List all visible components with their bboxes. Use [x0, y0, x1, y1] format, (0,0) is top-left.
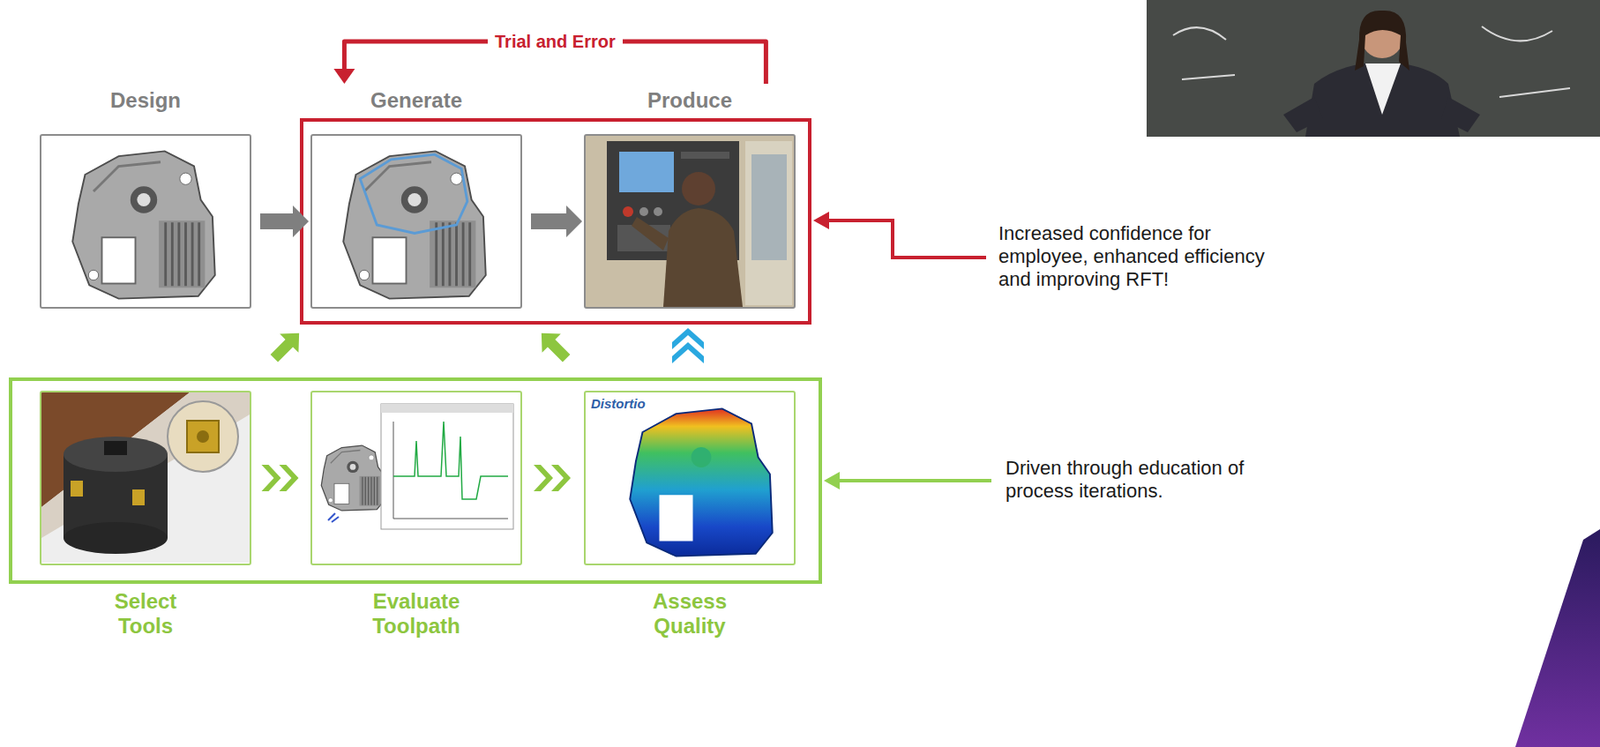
feedback-arrow [264, 323, 308, 367]
cutter-drawing-part [63, 436, 168, 472]
image-frame [310, 134, 523, 309]
operator-photo [585, 135, 794, 307]
distortion-plot-part [629, 408, 773, 556]
step-heading: Design [39, 88, 252, 113]
step-heading: Assess Quality [632, 589, 748, 639]
cutter-drawing-part [70, 480, 83, 497]
leader-arrowhead [813, 211, 830, 230]
presenter-photo-part [1283, 97, 1324, 133]
support-step: DistortioAssess Quality [583, 390, 796, 644]
feedback-arrow [531, 323, 576, 367]
image-frame [583, 134, 796, 309]
presenter-photo [1146, 0, 1600, 137]
toolpath-chart-drawing-part-part [328, 450, 380, 507]
operator-photo-part [751, 154, 787, 261]
toolpath-chart-drawing-part [393, 421, 509, 500]
image-frame [39, 134, 252, 309]
cutter-drawing-part [41, 392, 250, 539]
callout-text: Increased confidence for employee, enhan… [998, 222, 1286, 292]
housing-drawing-part [72, 150, 216, 299]
toolpath-chart-drawing-part [393, 421, 509, 519]
image-frame [310, 390, 523, 566]
operator-photo-part [653, 207, 663, 217]
cutter-drawing-part [186, 420, 219, 453]
step-heading: Select Tools [88, 589, 203, 639]
presenter-photo-part [1365, 63, 1401, 115]
toolpath-chart-drawing-part [381, 403, 514, 530]
operator-photo-part [619, 151, 674, 193]
operator-photo-part [585, 135, 794, 307]
operator-photo-part [639, 207, 649, 217]
housing-toolpath-drawing [343, 150, 486, 299]
cutter-drawing-part [104, 441, 128, 456]
leader-arrowhead [823, 471, 840, 490]
flow-arrow [260, 205, 309, 238]
image-frame [39, 390, 252, 566]
red-group-frame [301, 119, 810, 323]
operator-photo-part [680, 151, 730, 159]
corner-accent [1515, 529, 1600, 747]
toolpath-chart-drawing-part [328, 513, 339, 523]
presenter-photo-part [1441, 97, 1481, 133]
cutter-drawing [41, 392, 250, 563]
image-frame: Distortio [583, 390, 796, 566]
process-step: Produce [583, 84, 796, 309]
presenter-photo-part [1354, 10, 1410, 71]
step-heading: Generate [310, 88, 523, 113]
housing-toolpath-drawing-part [343, 150, 486, 299]
presenter-photo-part [1146, 0, 1600, 137]
support-step: Select Tools [39, 390, 252, 644]
green-group-frame [10, 379, 821, 583]
cutter-drawing-part [63, 522, 168, 554]
distortion-plot-part [691, 447, 712, 468]
process-step: Design [39, 84, 252, 309]
logo-text: Distortio [590, 396, 646, 412]
housing-toolpath-drawing-part [359, 154, 468, 233]
step-heading: Produce [583, 88, 796, 113]
presenter-photo-part [1305, 63, 1460, 137]
toolpath-chart-drawing-part [321, 445, 384, 511]
cutter-drawing-part [132, 489, 145, 506]
cutter-drawing-part [196, 430, 210, 443]
leader-line [825, 220, 987, 258]
support-step: Evaluate Toolpath [310, 390, 523, 644]
cutter-drawing-part [41, 392, 250, 563]
toolpath-chart-drawing-part [381, 403, 514, 413]
edge-label: Trial and Error [487, 30, 623, 53]
distortion-plot [629, 408, 773, 556]
operator-photo-part [681, 171, 716, 206]
housing-drawing-part [88, 162, 205, 289]
flow-arrow [530, 205, 583, 238]
operator-photo-part [745, 141, 793, 306]
step-heading: Evaluate Toolpath [358, 589, 474, 639]
operator-photo-part [663, 208, 743, 307]
flow-arrow [533, 464, 571, 492]
double-chevron-up [672, 342, 704, 364]
housing-drawing [72, 150, 216, 299]
process-step: Generate [310, 84, 523, 309]
callout-text: Driven through education of process iter… [1005, 456, 1271, 503]
toolpath-chart-drawing [321, 403, 514, 530]
cutter-drawing-part [167, 401, 239, 472]
distortion-plot-part [659, 494, 694, 541]
operator-photo-part [631, 216, 669, 251]
flow-arrow [261, 464, 300, 492]
leader-line [837, 478, 992, 483]
toolpath-chart-drawing-part-part [321, 445, 384, 511]
operator-photo-part [622, 206, 634, 217]
